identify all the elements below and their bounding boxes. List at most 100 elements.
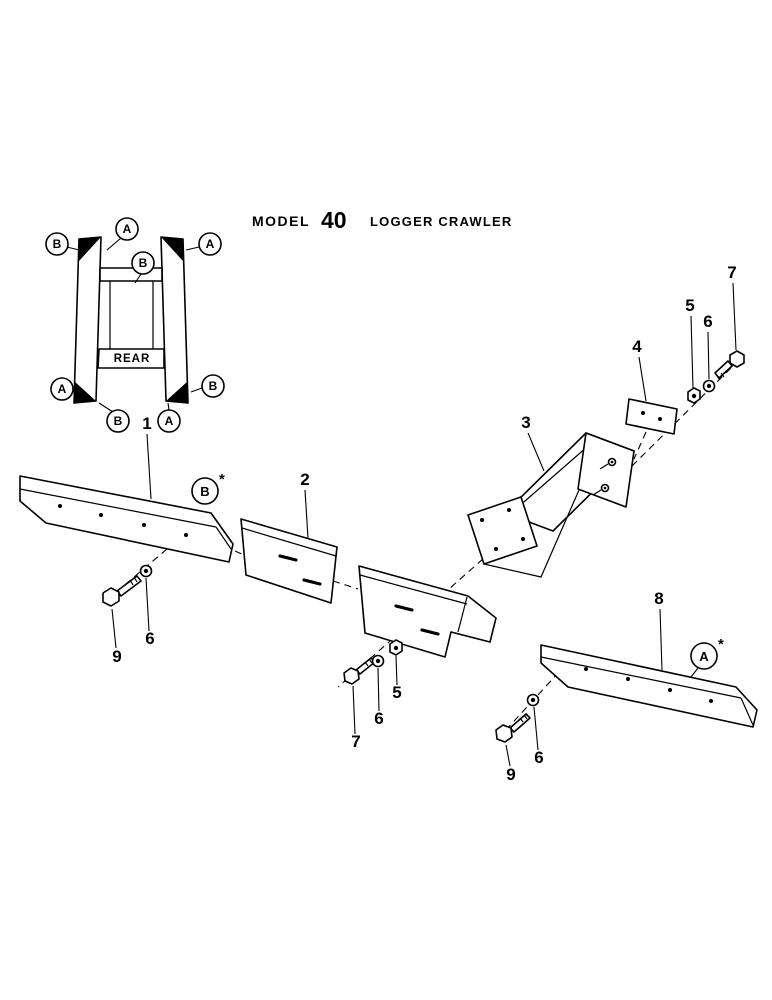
bolt-hole xyxy=(480,518,484,522)
filler-plate-bend xyxy=(457,596,468,633)
callout-1: 1 xyxy=(142,414,151,433)
marker-circle xyxy=(45,232,69,256)
bolt-hole xyxy=(142,523,146,527)
bolt-hole xyxy=(709,699,713,703)
bolt-thread xyxy=(720,372,725,378)
bolt-thread xyxy=(129,579,134,586)
leader-line xyxy=(659,608,663,671)
guard-wedge-top-left xyxy=(79,237,101,261)
marker-circle xyxy=(201,374,225,398)
callout-6: 6 xyxy=(145,629,154,648)
callout-8: 8 xyxy=(654,589,663,608)
leader-line xyxy=(732,282,737,351)
marker-circle xyxy=(191,477,219,505)
filler-plate-edge xyxy=(241,527,337,557)
guard-plate-chamfer xyxy=(19,488,217,528)
axis-dashed-line xyxy=(633,431,647,460)
callout-9: 9 xyxy=(112,647,121,666)
fastener-group-center: 5 6 7 xyxy=(343,639,403,751)
part-2-filler-plate-a: 2 xyxy=(240,470,338,604)
part-4-shim-plate: 4 xyxy=(625,337,678,435)
bolt-head xyxy=(495,724,513,743)
bolt-hole xyxy=(641,411,645,415)
leader-line xyxy=(707,331,710,380)
washer-hole xyxy=(143,568,149,574)
filler-plate-edge xyxy=(359,574,468,605)
bracket-flange xyxy=(483,489,580,578)
bolt-thread xyxy=(716,375,721,381)
crossmember-rear xyxy=(97,348,165,369)
stud xyxy=(592,489,602,496)
leader-line xyxy=(106,237,122,251)
rear-label: REAR xyxy=(114,353,151,365)
leader-line xyxy=(145,577,150,632)
bolt-thread xyxy=(523,714,528,720)
marker-circle xyxy=(157,409,181,433)
washer-hole xyxy=(706,383,712,389)
leader-line xyxy=(304,489,309,539)
track-position-schematic: REAR A B A B A B xyxy=(45,217,225,433)
marker-letter: A xyxy=(206,237,215,251)
position-marker-a-bottom-center-right: A xyxy=(157,409,181,433)
bolt-head xyxy=(343,667,360,685)
guard-type-b-marker: B * xyxy=(191,471,225,505)
part-2-filler-plate-b xyxy=(358,565,497,658)
callout-5: 5 xyxy=(392,683,401,702)
marker-letter: A xyxy=(58,382,67,396)
stud-center xyxy=(610,460,614,464)
callout-6: 6 xyxy=(374,709,383,728)
leader-line xyxy=(533,706,539,751)
leader-line xyxy=(690,667,699,678)
bolt-thread xyxy=(368,658,373,664)
bolt-hole xyxy=(658,417,662,421)
leader-line xyxy=(377,667,380,712)
part-1-guard-plate: 1 B * xyxy=(19,414,234,563)
marker-letter: A xyxy=(123,222,132,236)
marker-asterisk: * xyxy=(219,471,225,488)
marker-circle xyxy=(106,409,130,433)
leader-line xyxy=(146,433,152,500)
crossmember-top xyxy=(99,267,163,282)
position-marker-b-top-left: B xyxy=(45,232,69,256)
leader-line xyxy=(167,402,170,411)
marker-letter: B xyxy=(53,237,62,251)
bolt-hole xyxy=(58,504,62,508)
callout-7: 7 xyxy=(351,732,360,751)
bolt-hole xyxy=(626,677,630,681)
marker-letter: B xyxy=(209,379,218,393)
callout-6: 6 xyxy=(703,312,712,331)
filler-plate-body xyxy=(358,565,497,658)
leader-line xyxy=(527,432,545,472)
washer-hole xyxy=(375,658,381,664)
guard-plate-body xyxy=(540,644,758,728)
position-marker-a-bottom-left: A xyxy=(50,377,74,401)
left-rail xyxy=(73,236,102,404)
bolt-hole xyxy=(184,533,188,537)
guard-type-a-marker: A * xyxy=(690,636,724,670)
marker-circle xyxy=(198,232,222,256)
leader-line xyxy=(185,246,200,251)
mount-slot xyxy=(420,628,440,636)
marker-letter: B xyxy=(114,414,123,428)
marker-asterisk: * xyxy=(718,636,724,653)
part-8-guard-plate: 8 A * xyxy=(540,589,758,728)
marker-circle xyxy=(690,642,718,670)
bolt-thread xyxy=(519,717,524,723)
callout-7: 7 xyxy=(727,263,736,282)
bolt-shank xyxy=(509,713,531,733)
bolt-hole xyxy=(99,513,103,517)
marker-letter: B xyxy=(200,484,209,499)
title-model-word: MODEL xyxy=(252,213,310,229)
mount-slot xyxy=(394,604,414,612)
position-marker-a-top-right: A xyxy=(198,232,222,256)
marker-letter: A xyxy=(165,414,174,428)
guard-wedge-bottom-right xyxy=(166,381,188,403)
shim-plate-body xyxy=(625,398,678,435)
leader-line xyxy=(134,273,142,284)
marker-circle xyxy=(50,377,74,401)
guard-plate-end-edge xyxy=(215,526,232,550)
leader-line xyxy=(505,744,511,767)
bolt-shank xyxy=(116,575,142,597)
bracket-mount-plate xyxy=(467,496,538,565)
